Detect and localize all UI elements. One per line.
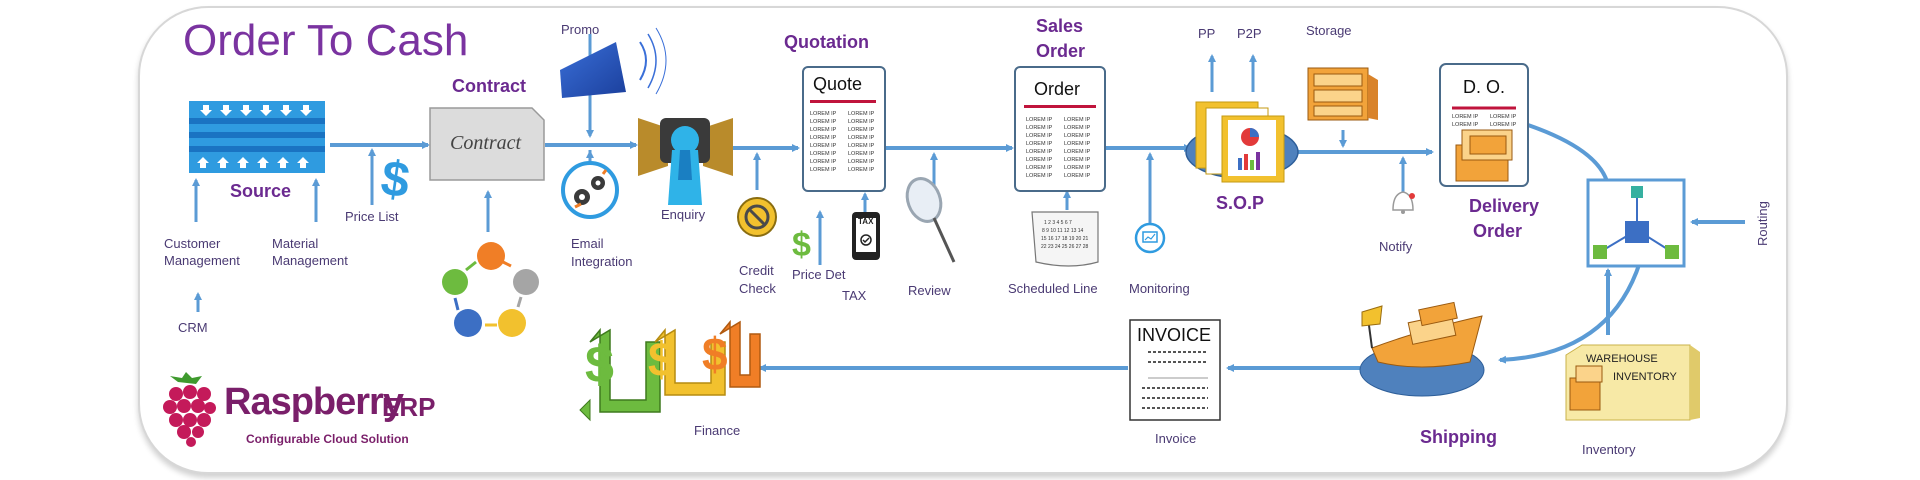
invoice-doc-title: INVOICE (1137, 325, 1212, 345)
storage-cabinet-icon (1307, 67, 1378, 121)
delivery-order-label-1: Delivery (1469, 196, 1540, 216)
credit-check-label-1: Credit (739, 263, 774, 278)
megaphone-icon (560, 27, 667, 98)
page-title: Order To Cash (183, 16, 469, 65)
svg-text:1 2 3 4 5 6 7: 1 2 3 4 5 6 7 (1044, 220, 1072, 226)
delivery-order-label-2: Order (1473, 221, 1523, 241)
tax-icon-label: TAX (858, 217, 874, 226)
inventory-box-label: INVENTORY (1613, 371, 1677, 383)
source-label: Source (230, 181, 292, 201)
brand-tagline: Configurable Cloud Solution (246, 432, 409, 446)
sop-reports-icon (1185, 101, 1299, 183)
order-doc-rule (1024, 105, 1096, 108)
review-label: Review (908, 283, 951, 298)
arrow-routing-shipping (1498, 261, 1642, 364)
sales-order-label-1: Sales (1036, 16, 1084, 36)
enquiry-label: Enquiry (661, 207, 706, 222)
customer-management-label-2: Management (164, 253, 240, 268)
order-doc: Order LOREM IP LOREM IP LOREM IP LOREM I… (1014, 66, 1106, 192)
delivery-lorem-left: LOREM IP LOREM IP (1452, 114, 1479, 128)
warehouse-label: WAREHOUSE (1586, 353, 1658, 365)
order-lorem-left: LOREM IP LOREM IP LOREM IP LOREM IP LORE… (1026, 117, 1053, 179)
sales-order-label-2: Order (1036, 41, 1086, 61)
contract-doc-icon (429, 107, 545, 181)
scheduled-line-label: Scheduled Line (1008, 281, 1098, 296)
delivery-lorem-right: LOREM IP LOREM IP (1490, 114, 1517, 128)
brand-name: Raspberry (224, 381, 404, 423)
svg-text:8 9 10 11 12 13 14: 8 9 10 11 12 13 14 (1042, 228, 1084, 234)
promo-label: Promo (561, 22, 600, 37)
source-block (189, 101, 325, 173)
order-doc-title: Order (1034, 79, 1081, 99)
crm-label: CRM (178, 320, 208, 335)
customer-management-label-1: Customer (164, 236, 221, 251)
svg-text:22 23 24 25 26 27 28: 22 23 24 25 26 27 28 (1041, 244, 1088, 250)
finance-label: Finance (694, 423, 741, 438)
inventory-label: Inventory (1582, 442, 1636, 457)
arrow-delivery-routing (1527, 123, 1611, 187)
brand-suffix: ERP (382, 392, 436, 422)
svg-text:15 16 17 18 19 20 21: 15 16 17 18 19 20 21 (1041, 236, 1088, 242)
order-lorem-right: LOREM IP LOREM IP LOREM IP LOREM IP LORE… (1064, 117, 1091, 179)
p2p-label: P2P (1237, 26, 1262, 41)
finance-arrows-icon (579, 319, 761, 422)
quote-doc: Quote LOREM IP LOREM IP LOREM IP LOREM I… (802, 66, 886, 192)
credit-check-icon (737, 197, 777, 237)
raspberry-logo-icon (163, 372, 216, 447)
material-management-label-2: Management (272, 253, 348, 268)
material-management-label-1: Material (272, 236, 319, 251)
storage-label: Storage (1306, 23, 1352, 38)
delivery-doc-title: D. O. (1463, 77, 1506, 97)
credit-check-label-2: Check (739, 281, 776, 296)
notify-bell-icon (1392, 191, 1415, 214)
invoice-label: Invoice (1155, 431, 1197, 446)
email-integration-icon (561, 161, 619, 219)
shipping-boat-icon (1359, 301, 1485, 397)
flow-arrows (330, 123, 1745, 372)
quote-doc-rule (810, 100, 876, 103)
finance-dollar-yellow-icon: $ (648, 334, 675, 387)
warehouse-icon (1565, 344, 1700, 421)
monitoring-icon (1134, 222, 1166, 254)
shipping-label: Shipping (1420, 427, 1497, 447)
quotation-label: Quotation (784, 32, 869, 52)
price-det-dollar-icon: $ (792, 226, 811, 264)
finance-dollar-orange-icon: $ (702, 328, 728, 380)
quote-lorem-right: LOREM IP LOREM IP LOREM IP LOREM IP LORE… (848, 111, 875, 173)
price-det-label: Price Det (792, 267, 846, 282)
tax-phone-icon (852, 212, 880, 260)
price-list-label: Price List (345, 209, 399, 224)
cycle-icon (442, 242, 539, 337)
sop-label: S.O.P (1216, 193, 1265, 213)
finance-dollar-green-icon: $ (585, 336, 614, 394)
quote-doc-title: Quote (813, 74, 863, 94)
dollar-icon: $ (378, 149, 414, 208)
invoice-doc-icon (1129, 319, 1221, 421)
notify-label: Notify (1379, 239, 1413, 254)
email-integration-label-2: Integration (571, 254, 633, 269)
enquiry-person-icon (638, 118, 733, 205)
email-integration-label-1: Email (571, 236, 604, 251)
routing-network-icon (1586, 178, 1686, 268)
tax-label: TAX (842, 288, 867, 303)
pp-label: PP (1198, 26, 1216, 41)
contract-label: Contract (452, 76, 527, 96)
quote-lorem-left: LOREM IP LOREM IP LOREM IP LOREM IP LORE… (810, 111, 837, 173)
review-magnifier-icon (905, 177, 956, 263)
monitoring-label: Monitoring (1129, 281, 1190, 296)
routing-label: Routing (1755, 201, 1770, 246)
contract-doc-label: Contract (450, 132, 522, 154)
calendar-icon: 1 2 3 4 5 6 7 8 9 10 11 12 13 14 15 16 1… (1031, 211, 1099, 267)
delivery-order-doc-icon (1439, 63, 1529, 187)
